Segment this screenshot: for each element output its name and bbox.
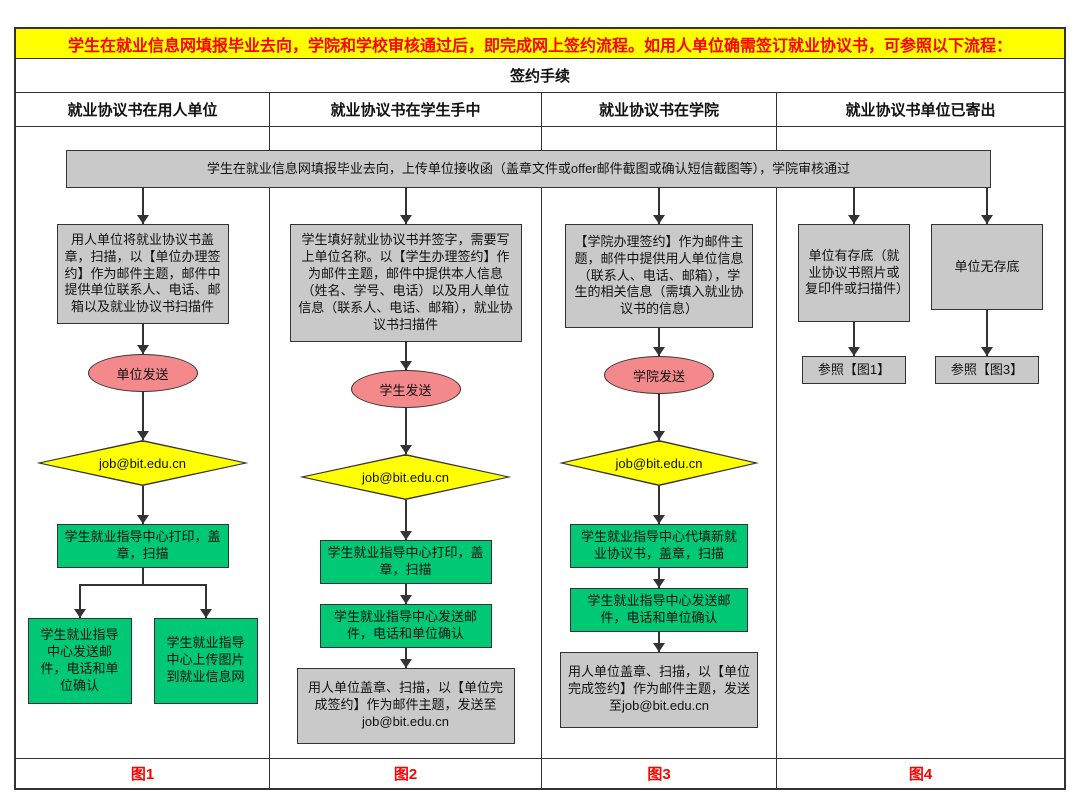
- refer-fig1-box: 参照【图1】: [802, 356, 906, 384]
- student-instruction-box: 学生填好就业协议书并签字，需要写上单位名称。以【学生办理签约】作为邮件主题，邮件…: [289, 224, 522, 342]
- flowchart-body: 学生在就业信息网填报毕业去向，上传单位接收函（盖章文件或offer邮件截图或确认…: [16, 127, 1064, 758]
- flow-arrow: [141, 187, 144, 224]
- unit-no-copy-box: 单位无存底: [931, 224, 1043, 310]
- flowchart-frame: 学生在就业信息网填报毕业去向，学院和学校审核通过后，即完成网上签约流程。如用人单…: [14, 27, 1066, 790]
- college-send-ellipse: 学院发送: [604, 356, 714, 394]
- flow-title: 签约手续: [16, 59, 1064, 93]
- figure-label-row: 图1 图2 图3 图4: [16, 758, 1064, 788]
- center-confirm-box: 学生就业指导中心发送邮件，电话和单位确认: [570, 587, 748, 632]
- flow-arrow: [986, 310, 988, 356]
- branch-arrow-left: [78, 583, 81, 618]
- column-header-student: 就业协议书在学生手中: [270, 93, 542, 126]
- employer-complete-box: 用人单位盖章、扫描，以【单位完成签约】作为邮件主题，发送至job@bit.edu…: [296, 667, 515, 744]
- email-diamond: job@bit.edu.cn: [36, 440, 249, 486]
- flow-arrow: [141, 324, 144, 354]
- column-header-employer: 就业协议书在用人单位: [16, 93, 270, 126]
- flow-arrow: [853, 322, 855, 356]
- flow-arrow: [404, 647, 407, 668]
- flow-arrow: [404, 342, 407, 370]
- center-fill-agreement-box: 学生就业指导中心代填新就业协议书，盖章，扫描: [570, 524, 748, 568]
- college-instruction-box: 【学院办理签约】作为邮件主题，邮件中提供用人单位信息（联系人、电话、邮箱），学生…: [565, 224, 753, 328]
- flow-branch: [16, 567, 269, 618]
- email-address: job@bit.edu.cn: [99, 455, 186, 471]
- branch-horizontal-line: [78, 583, 207, 586]
- branch-boxes: 学生就业指导中心发送邮件，电话和单位确认 学生就业指导中心上传图片到就业信息网: [27, 617, 258, 704]
- flow-arrow: [404, 500, 407, 540]
- column-header-college: 就业协议书在学院: [542, 93, 777, 126]
- flow-column-college: 【学院办理签约】作为邮件主题，邮件中提供用人单位信息（联系人、电话、邮箱），学生…: [542, 127, 777, 758]
- email-diamond: job@bit.edu.cn: [559, 440, 759, 486]
- refer-fig3-box: 参照【图3】: [935, 356, 1039, 384]
- figure-label-1: 图1: [16, 759, 270, 788]
- flow-arrow: [141, 392, 144, 440]
- flow-arrow: [404, 408, 407, 454]
- figure-label-4: 图4: [908, 766, 933, 783]
- flow-arrow: [853, 187, 855, 224]
- flow-arrow: [404, 187, 407, 224]
- flow-column-student: 学生填好就业协议书并签字，需要写上单位名称。以【学生办理签约】作为邮件主题，邮件…: [270, 127, 542, 758]
- flow-arrow: [986, 187, 988, 224]
- branch-arrow-right: [204, 583, 207, 618]
- flow-arrow: [658, 567, 660, 588]
- center-print-box: 学生就业指导中心打印，盖章，扫描: [319, 540, 492, 584]
- center-print-box: 学生就业指导中心打印，盖章，扫描: [56, 524, 229, 568]
- employer-complete-box: 用人单位盖章、扫描，以【单位完成签约】作为邮件主题，发送至job@bit.edu…: [560, 651, 758, 728]
- flow-arrow: [658, 394, 660, 440]
- flow-arrow: [404, 583, 407, 604]
- figure-label-3: 图3: [542, 759, 777, 788]
- email-address: job@bit.edu.cn: [615, 455, 703, 471]
- student-send-ellipse: 学生发送: [350, 370, 461, 408]
- flow-column-employer: 用人单位将就业协议书盖章，扫描，以【单位办理签约】作为邮件主题，邮件中提供单位联…: [16, 127, 270, 758]
- subflow-no-copy: 单位无存底 参照【图3】: [931, 187, 1043, 384]
- flow-arrow: [141, 486, 144, 524]
- center-upload-box: 学生就业指导中心上传图片到就业信息网: [153, 617, 258, 704]
- column-header-row: 就业协议书在用人单位 就业协议书在学生手中 就业协议书在学院 就业协议书单位已寄…: [16, 93, 1064, 127]
- top-process-box: 学生在就业信息网填报毕业去向，上传单位接收函（盖章文件或offer邮件截图或确认…: [66, 150, 991, 188]
- center-confirm-box: 学生就业指导中心发送邮件，电话和单位确认: [319, 603, 492, 648]
- flow-column-mailed: 单位有存底（就业协议书照片或复印件或扫描件） 参照【图1】 单位无存底 参照【图…: [777, 127, 1064, 758]
- branch-stub: [141, 567, 144, 585]
- center-confirm-box: 学生就业指导中心发送邮件，电话和单位确认: [27, 617, 132, 704]
- email-address: job@bit.edu.cn: [362, 469, 449, 485]
- figure-label-2: 图2: [270, 759, 542, 788]
- column-header-mailed: 就业协议书单位已寄出: [845, 102, 996, 119]
- employer-send-ellipse: 单位发送: [87, 354, 198, 392]
- mailed-subflows: 单位有存底（就业协议书照片或复印件或扫描件） 参照【图1】 单位无存底 参照【图…: [777, 187, 1064, 384]
- subflow-has-copy: 单位有存底（就业协议书照片或复印件或扫描件） 参照【图1】: [798, 187, 910, 384]
- flow-arrow: [658, 187, 660, 224]
- unit-has-copy-box: 单位有存底（就业协议书照片或复印件或扫描件）: [798, 224, 910, 322]
- flow-arrow: [658, 631, 660, 652]
- flow-arrow: [658, 328, 660, 356]
- flow-arrow: [658, 486, 660, 524]
- employer-instruction-box: 用人单位将就业协议书盖章，扫描，以【单位办理签约】作为邮件主题，邮件中提供单位联…: [56, 224, 229, 324]
- banner-note: 学生在就业信息网填报毕业去向，学院和学校审核通过后，即完成网上签约流程。如用人单…: [16, 29, 1064, 59]
- email-diamond: job@bit.edu.cn: [299, 454, 512, 500]
